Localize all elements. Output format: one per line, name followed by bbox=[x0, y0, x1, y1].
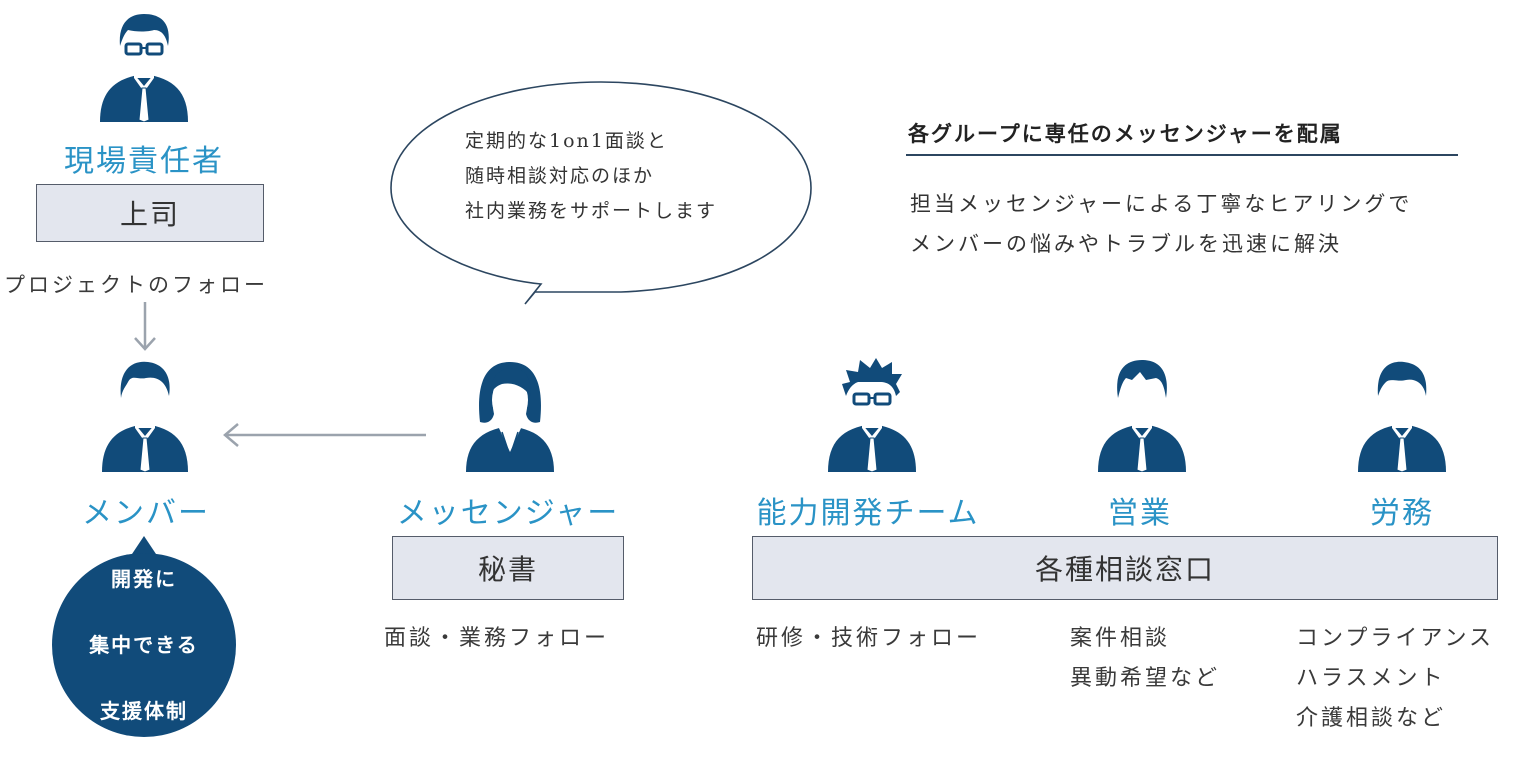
badge-line-3: 支援体制 bbox=[99, 698, 188, 723]
sales-note-2: 異動希望など bbox=[1070, 666, 1221, 691]
speech-line-2: 随時相談対応のほか bbox=[465, 165, 655, 187]
speech-bubble bbox=[390, 81, 812, 305]
labor-note-1: コンプライアンス bbox=[1296, 626, 1495, 651]
messenger-person-icon bbox=[466, 362, 554, 472]
labor-note-3: 介護相談など bbox=[1296, 706, 1447, 731]
messenger-note: 面談・業務フォロー bbox=[384, 626, 610, 651]
down-arrow bbox=[134, 302, 156, 351]
member-role: メンバー bbox=[82, 496, 210, 531]
consult-box: 各種相談窓口 bbox=[752, 536, 1498, 600]
sales-role: 営業 bbox=[1108, 496, 1172, 531]
ability-team-person-icon bbox=[828, 358, 916, 472]
ability-team-role: 能力開発チーム bbox=[756, 496, 980, 531]
left-arrow bbox=[223, 423, 426, 447]
labor-person-icon bbox=[1358, 361, 1446, 472]
secretary-box: 秘書 bbox=[392, 536, 624, 600]
supervisor-box: 上司 bbox=[36, 184, 264, 242]
supervisor-note: プロジェクトのフォロー bbox=[4, 273, 268, 297]
member-person-icon bbox=[102, 361, 188, 472]
speech-line-3: 社内業務をサポートします bbox=[465, 200, 718, 222]
info-heading: 各グループに専任のメッセンジャーを配属 bbox=[908, 122, 1343, 146]
supervisor-person-icon bbox=[100, 14, 188, 122]
heading-divider bbox=[906, 154, 1458, 156]
labor-note-2: ハラスメント bbox=[1296, 666, 1446, 691]
info-desc-line-1: 担当メッセンジャーによる丁寧なヒアリングで bbox=[910, 192, 1413, 216]
badge-line-1: 開発に bbox=[110, 566, 177, 591]
speech-line-1: 定期的な1on1面談と bbox=[465, 130, 668, 152]
sales-note-1: 案件相談 bbox=[1070, 626, 1171, 651]
info-desc-line-2: メンバーの悩みやトラブルを迅速に解決 bbox=[910, 232, 1342, 256]
ability-note: 研修・技術フォロー bbox=[756, 626, 982, 651]
supervisor-role: 現場責任者 bbox=[64, 144, 224, 179]
sales-person-icon bbox=[1098, 360, 1186, 472]
support-badge: 開発に 集中できる 支援体制 bbox=[52, 553, 236, 737]
badge-line-2: 集中できる bbox=[89, 632, 199, 657]
messenger-role: メッセンジャー bbox=[396, 496, 620, 531]
labor-role: 労務 bbox=[1370, 496, 1434, 531]
